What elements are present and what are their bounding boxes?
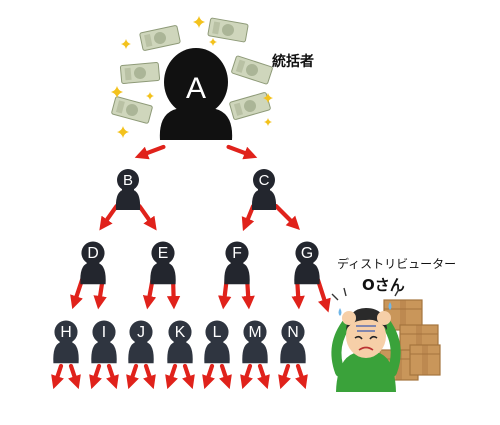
node-J: J xyxy=(128,320,154,364)
node-G: G xyxy=(294,241,320,285)
node-letter: I xyxy=(102,324,106,341)
node-letter: D xyxy=(87,245,98,262)
sparkle-icon xyxy=(146,92,154,100)
arrow-L-down-right xyxy=(219,363,232,390)
sparkle-icon xyxy=(264,118,272,126)
node-letter: G xyxy=(301,245,313,262)
arrow-G-O xyxy=(315,277,331,313)
arrow-H-down-right xyxy=(68,363,81,390)
node-A: A xyxy=(159,48,233,140)
sparkle-icon xyxy=(263,93,273,103)
node-letter: C xyxy=(259,172,270,189)
sparkle-icon xyxy=(209,38,217,46)
node-letter: K xyxy=(175,324,186,341)
sparkle-icon xyxy=(111,86,123,98)
money-bill-icon xyxy=(139,25,181,51)
hierarchy-nodes: A B C D E F G H I J K L M N xyxy=(53,48,320,364)
node-letter: J xyxy=(137,324,145,341)
distributor-name-label: Oさん xyxy=(362,276,405,294)
arrow-I-down-right xyxy=(106,363,119,390)
money-bill-icon xyxy=(119,62,161,84)
money-bill-icon xyxy=(229,92,271,120)
node-B: B xyxy=(115,169,141,210)
arrow-N-down-left xyxy=(278,363,291,390)
money-bill-icon xyxy=(231,55,273,85)
arrow-L-down-left xyxy=(202,363,215,390)
arrow-M-down-right xyxy=(257,363,270,390)
money-bill-icon xyxy=(207,17,249,43)
node-F: F xyxy=(224,241,250,285)
arrow-C-G xyxy=(274,204,300,230)
node-letter: B xyxy=(123,172,133,189)
arrow-J-down-right xyxy=(143,363,156,390)
node-K: K xyxy=(167,320,193,364)
node-L: L xyxy=(204,320,230,364)
node-letter: F xyxy=(232,245,242,262)
arrow-J-down-left xyxy=(126,363,139,390)
money-decoration xyxy=(111,16,273,138)
arrow-A-C xyxy=(226,144,258,160)
arrow-B-D xyxy=(99,204,119,231)
arrow-N-down-right xyxy=(295,363,308,390)
arrow-I-down-left xyxy=(89,363,102,390)
arrow-A-B xyxy=(134,144,166,160)
sparkle-icon xyxy=(193,16,205,28)
node-letter: L xyxy=(213,324,222,341)
node-letter: M xyxy=(248,324,261,341)
node-D: D xyxy=(80,241,106,285)
arrow-B-E xyxy=(137,204,157,231)
node-H: H xyxy=(53,320,79,364)
node-letter: A xyxy=(186,72,206,105)
money-bill-icon xyxy=(111,96,153,124)
arrow-C-F xyxy=(241,204,256,232)
node-C: C xyxy=(251,169,277,210)
sparkle-icon xyxy=(117,126,129,138)
node-N: N xyxy=(280,320,306,364)
arrow-M-down-left xyxy=(240,363,253,390)
worried-person-icon xyxy=(331,287,401,392)
arrow-K-down-left xyxy=(165,363,178,390)
connection-arrows xyxy=(51,144,331,390)
node-M: M xyxy=(242,320,268,364)
node-letter: N xyxy=(287,324,298,341)
arrow-H-down-left xyxy=(51,363,64,390)
node-letter: E xyxy=(158,245,169,262)
arrow-K-down-right xyxy=(182,363,195,390)
top-role-label: 統括者 xyxy=(272,53,314,70)
sparkle-icon xyxy=(121,39,131,49)
node-E: E xyxy=(150,241,176,285)
node-letter: H xyxy=(60,324,71,341)
node-I: I xyxy=(91,320,117,364)
distributor-title-label: ディストリビューター xyxy=(337,256,456,271)
